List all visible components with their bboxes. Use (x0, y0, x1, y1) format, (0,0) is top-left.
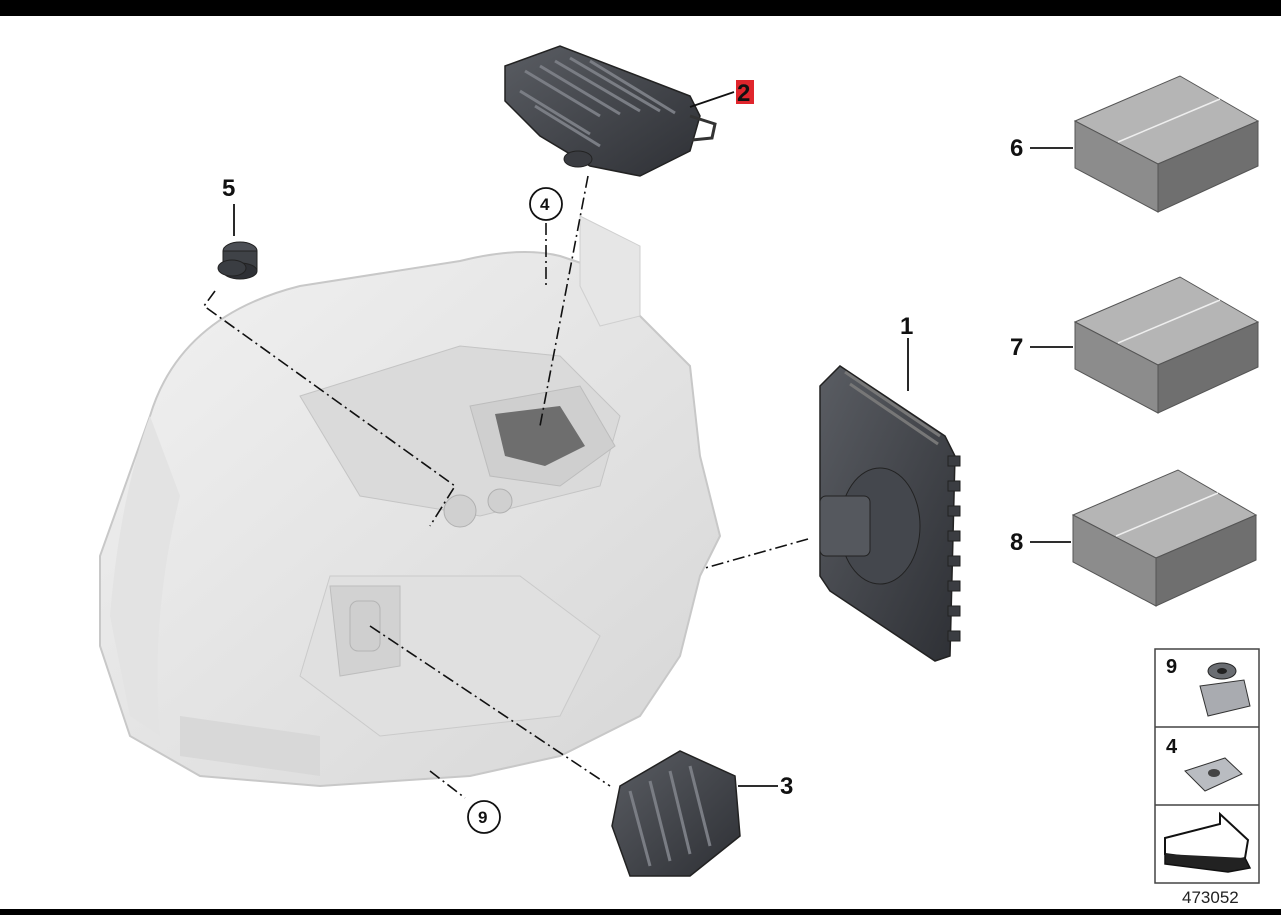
leader-lines (233, 91, 1073, 787)
callout-7[interactable]: 7 (1010, 334, 1023, 361)
callout-1[interactable]: 1 (900, 313, 913, 340)
headlight-housing (99, 215, 722, 788)
callout-2-highlight (736, 80, 754, 104)
spring-nut-icon (1184, 757, 1243, 792)
callout-6[interactable]: 6 (1010, 135, 1023, 162)
part-3-led-module[interactable] (611, 750, 741, 877)
diagram-id: 473052 (1182, 888, 1239, 907)
circled-label-4[interactable]: 4 (529, 187, 563, 221)
callout-8[interactable]: 8 (1010, 529, 1023, 556)
part-8-box[interactable] (1071, 469, 1258, 607)
diagram-frame: 1 2 3 5 6 7 8 4 9 9 4 (0, 16, 1281, 909)
svg-text:4: 4 (540, 195, 550, 214)
legend-item-link[interactable] (1164, 811, 1252, 873)
legend-panel: 9 4 (1154, 648, 1260, 884)
parts-diagram: 1 2 3 5 6 7 8 4 9 9 4 (99, 45, 1260, 907)
legend-item-9[interactable]: 9 (1166, 656, 1251, 717)
svg-text:9: 9 (478, 808, 487, 827)
callout-3[interactable]: 3 (780, 773, 793, 800)
svg-text:9: 9 (1166, 656, 1177, 678)
part-7-box[interactable] (1073, 276, 1260, 414)
svg-text:4: 4 (1166, 736, 1178, 758)
callout-labels: 1 2 3 5 6 7 8 (222, 80, 1023, 800)
arrow-link-icon (1164, 811, 1252, 873)
part-6-box[interactable] (1073, 75, 1260, 213)
part-5-grommet[interactable] (217, 241, 258, 280)
callout-2[interactable]: 2 (737, 80, 750, 107)
part-1-control-unit[interactable] (819, 365, 961, 662)
part-2-led-module[interactable] (504, 45, 717, 177)
circled-label-9[interactable]: 9 (467, 800, 501, 834)
clip-nut-icon (1199, 662, 1251, 717)
callout-5[interactable]: 5 (222, 175, 235, 202)
legend-item-4[interactable]: 4 (1166, 736, 1243, 792)
assembly-lines (202, 175, 809, 799)
